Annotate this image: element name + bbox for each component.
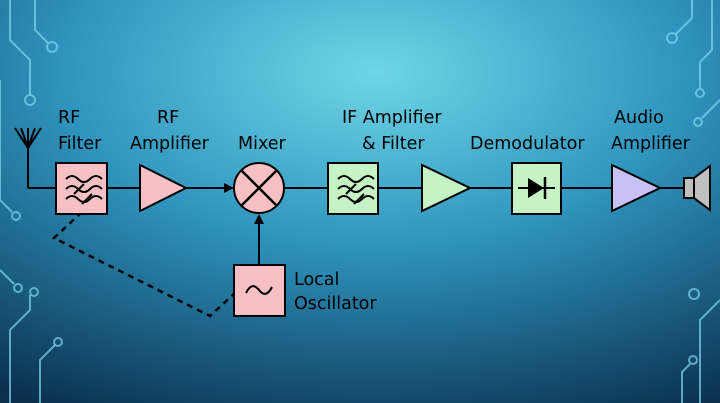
mixer-cross-icon [241, 170, 277, 206]
amplifier-triangle-icon [611, 163, 663, 213]
if-label-1: IF Amplifier [342, 108, 442, 128]
audio-amplifier-block: Audio Amplifier [611, 108, 691, 213]
sine-wave-icon [245, 285, 273, 295]
bandpass-filter-icon [65, 175, 103, 205]
local-oscillator-label-1: Local [294, 270, 339, 290]
amplifier-triangle-icon [421, 163, 473, 213]
tuning-link-dashed [51, 211, 237, 318]
if-filter-box [327, 162, 379, 215]
rf-amplifier-label-1: RF [157, 108, 179, 128]
audio-amplifier-label-2: Amplifier [611, 134, 691, 154]
mixer-label: Mixer [238, 134, 287, 154]
demodulator-label: Demodulator [470, 134, 585, 154]
bandpass-filter-icon [337, 175, 375, 205]
rf-filter-box [55, 162, 108, 215]
local-oscillator-block: Local Oscillator [233, 264, 377, 317]
if-label-2: & Filter [362, 134, 425, 154]
rf-filter-block: RF Filter [55, 108, 108, 215]
rf-filter-label-2: Filter [58, 134, 102, 154]
rf-filter-label-1: RF [58, 108, 80, 128]
local-oscillator-label-2: Oscillator [294, 294, 377, 314]
speaker-icon [683, 164, 711, 212]
demodulator-block: Demodulator [470, 134, 585, 215]
rf-amplifier-block: RF Amplifier [130, 108, 210, 213]
audio-amplifier-label-1: Audio [614, 108, 664, 128]
signal-path [28, 183, 684, 318]
local-oscillator-box [233, 264, 286, 317]
amplifier-triangle-icon [139, 163, 189, 213]
mixer-block: Mixer [233, 134, 287, 214]
diode-icon [518, 177, 555, 199]
antenna-icon [14, 127, 42, 188]
rf-amplifier-label-2: Amplifier [130, 134, 210, 154]
if-filter-block: IF Amplifier & Filter [327, 108, 473, 215]
